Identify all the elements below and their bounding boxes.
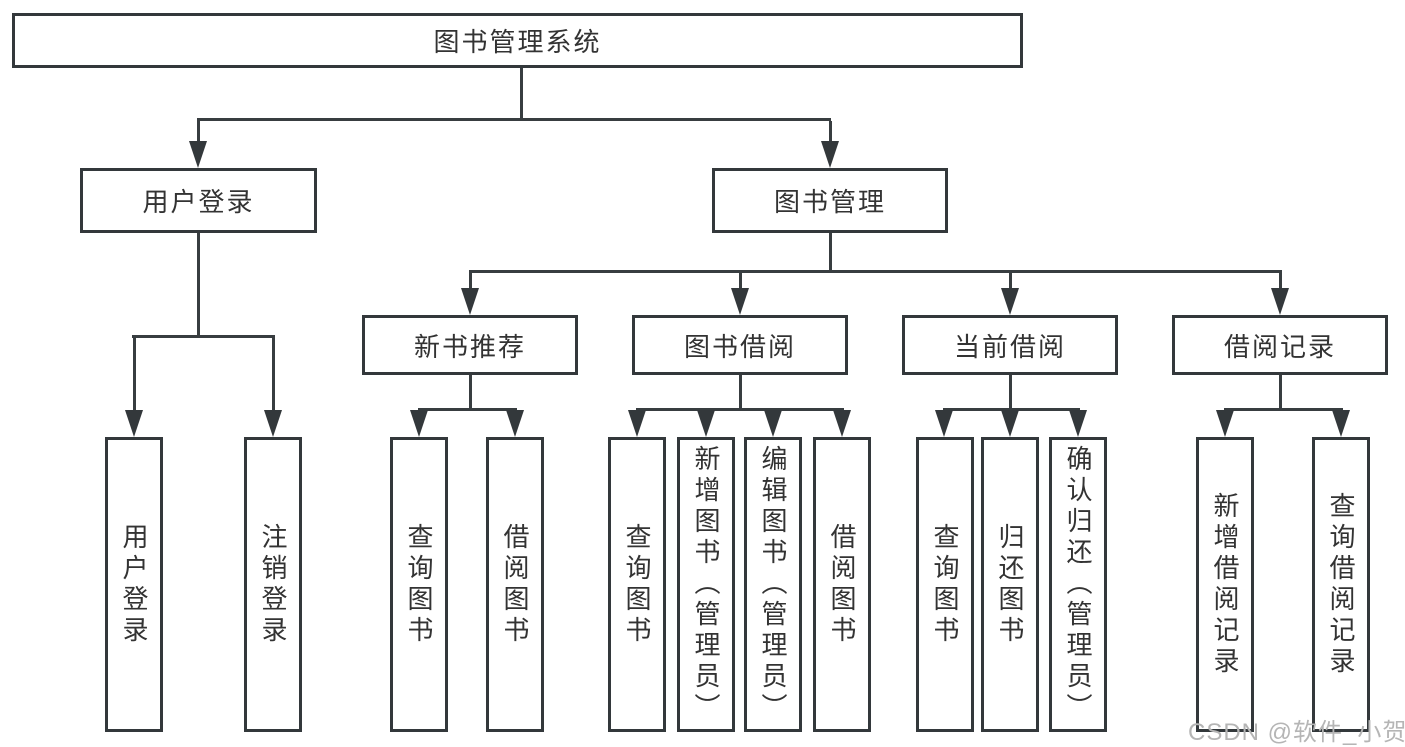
node-new-book-recommend: 新书推荐 [362,315,578,375]
connector-rail [943,408,1080,411]
leaf-query-borrow-record: 查询借阅记录 [1312,437,1370,732]
leaf-borrow-books: 借阅图书 [813,437,871,732]
csdn-watermark: CSDN @软件_小贺同学 [1188,719,1405,746]
connector-stem [1009,375,1012,408]
arrow-down-icon [1271,288,1289,315]
leaf-add-books-admin: 新增图书（管理员） [677,437,735,732]
leaf-query-books-recommend: 查询图书 [390,437,448,732]
leaf-borrow-books-recommend: 借阅图书 [486,437,544,732]
node-book-management: 图书管理 [712,168,948,233]
connector-stem [829,233,832,270]
node-library-system: 图书管理系统 [12,13,1023,68]
arrow-down-icon [125,410,143,437]
arrow-down-icon [506,410,524,437]
connector-stem [739,273,742,288]
arrow-down-icon [628,410,646,437]
connector-stem [197,233,200,335]
arrow-down-icon [1001,410,1019,437]
node-current-borrow: 当前借阅 [902,315,1118,375]
leaf-add-borrow-record: 新增借阅记录 [1196,437,1254,732]
connector-stem [1009,273,1012,288]
connector-stem [272,338,275,410]
leaf-user-login: 用户登录 [105,437,163,732]
arrow-down-icon [935,410,953,437]
connector-stem [133,338,136,410]
arrow-down-icon [1216,410,1234,437]
leaf-confirm-return-admin: 确认归还（管理员） [1049,437,1107,732]
arrow-down-icon [1332,410,1350,437]
connector-level3-rail [469,270,1282,273]
arrow-down-icon [461,288,479,315]
connector-stem [469,273,472,288]
arrow-down-icon [821,141,839,168]
arrow-down-icon [1069,410,1087,437]
arrow-down-icon [264,410,282,437]
leaf-edit-books-admin: 编辑图书（管理员） [744,437,802,732]
connector-stem [829,121,832,141]
connector-stem [739,375,742,408]
connector-stem [1279,273,1282,288]
leaf-logout: 注销登录 [244,437,302,732]
arrow-down-icon [189,141,207,168]
arrow-down-icon [731,288,749,315]
connector-rail [1224,408,1343,411]
arrow-down-icon [697,410,715,437]
connector-stem [1279,375,1282,408]
connector-level2-rail [197,118,831,121]
connector-stem [197,121,200,141]
connector-root-stem [520,68,523,118]
arrow-down-icon [410,410,428,437]
connector-rail [418,408,517,411]
leaf-return-books: 归还图书 [981,437,1039,732]
leaf-query-books-current: 查询图书 [916,437,974,732]
arrow-down-icon [833,410,851,437]
arrow-down-icon [764,410,782,437]
arrow-down-icon [1001,288,1019,315]
node-book-borrow: 图书借阅 [632,315,848,375]
node-borrow-records: 借阅记录 [1172,315,1388,375]
node-user-login: 用户登录 [80,168,317,233]
connector-stem [469,375,472,408]
connector-rail [636,408,844,411]
leaf-query-books-borrow: 查询图书 [608,437,666,732]
connector-rail [132,335,275,338]
